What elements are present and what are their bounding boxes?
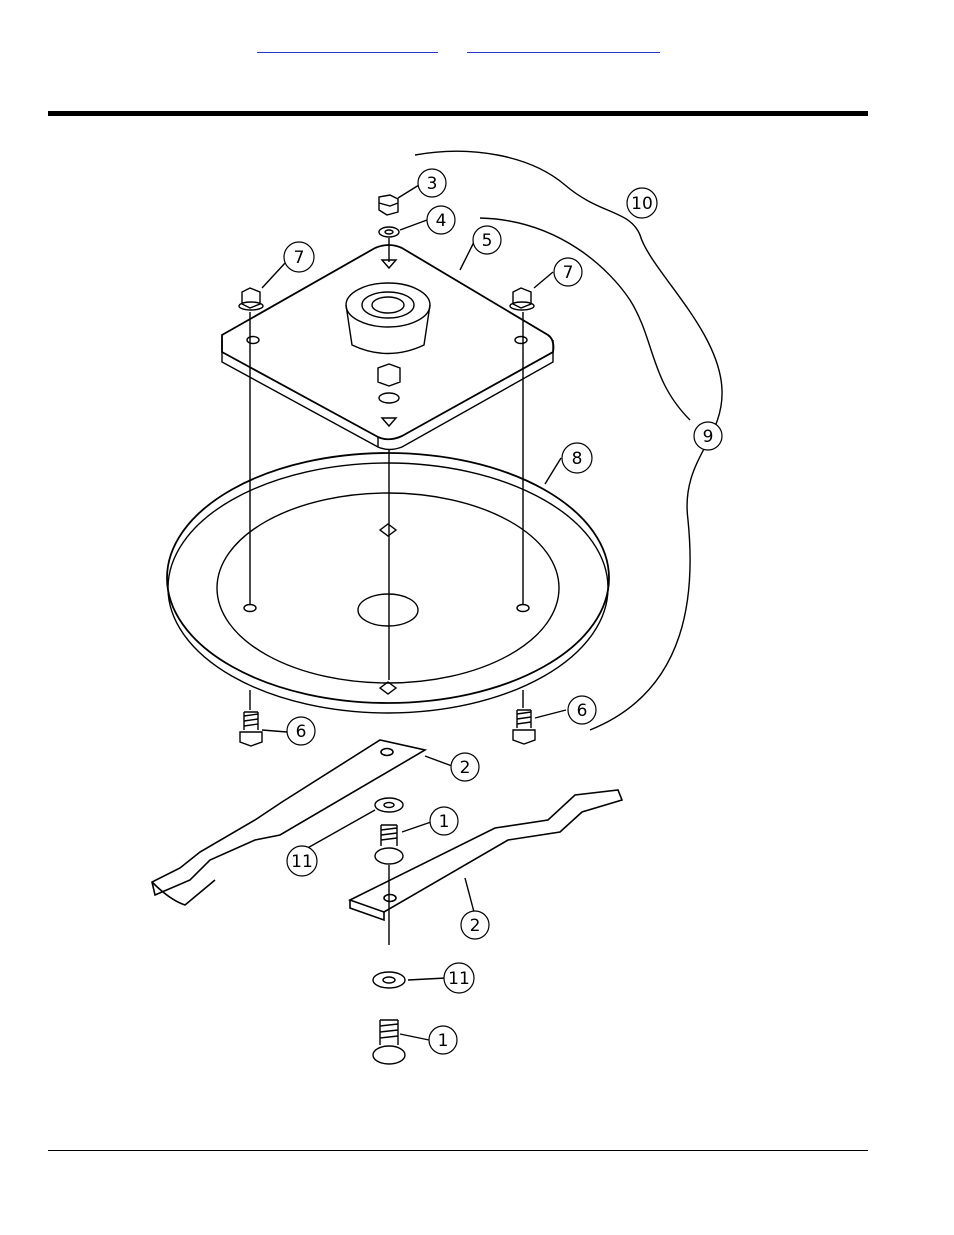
callout-8: 8 <box>572 449 583 469</box>
blade-right <box>350 790 622 920</box>
callout-4: 4 <box>436 211 447 231</box>
callout-1-lower: 1 <box>438 1031 449 1051</box>
callout-11-upper: 11 <box>291 852 313 872</box>
top-washer <box>379 227 399 237</box>
washer-lower <box>373 972 405 988</box>
callout-1-upper: 1 <box>439 812 450 832</box>
callout-7-left: 7 <box>294 248 305 268</box>
side-nut-right <box>510 288 534 310</box>
exploded-parts-diagram: 3 4 5 7 7 10 9 8 6 6 2 1 11 2 11 1 <box>145 140 735 1080</box>
washer-upper <box>375 798 403 812</box>
blade-bolt-lower <box>373 1020 405 1064</box>
callout-3: 3 <box>427 174 438 194</box>
cable-line-9 <box>480 218 690 420</box>
blade-left <box>152 740 425 905</box>
callout-10: 10 <box>631 194 653 214</box>
page-navigation <box>0 36 954 56</box>
bolt-left <box>240 712 262 746</box>
callout-6-right: 6 <box>577 701 588 721</box>
header-rule <box>48 111 868 116</box>
side-nut-left <box>239 288 263 310</box>
blade-bolt-upper <box>375 825 403 864</box>
bolt-right <box>513 710 535 744</box>
callout-2-upper: 2 <box>460 758 471 778</box>
next-page-link[interactable] <box>467 36 660 53</box>
callout-7-right: 7 <box>563 263 574 283</box>
cable-line-10 <box>415 151 722 730</box>
callout-2-lower: 2 <box>470 916 481 936</box>
cutting-disc <box>167 453 609 713</box>
callout-5: 5 <box>482 231 493 251</box>
top-nut <box>379 195 398 215</box>
previous-page-link[interactable] <box>257 36 438 53</box>
mounting-plate <box>222 245 553 450</box>
callout-6-left: 6 <box>296 722 307 742</box>
bearing-hub <box>346 283 430 354</box>
footer-rule <box>48 1150 868 1151</box>
callout-9: 9 <box>703 427 714 447</box>
callout-11-lower: 11 <box>448 969 470 989</box>
